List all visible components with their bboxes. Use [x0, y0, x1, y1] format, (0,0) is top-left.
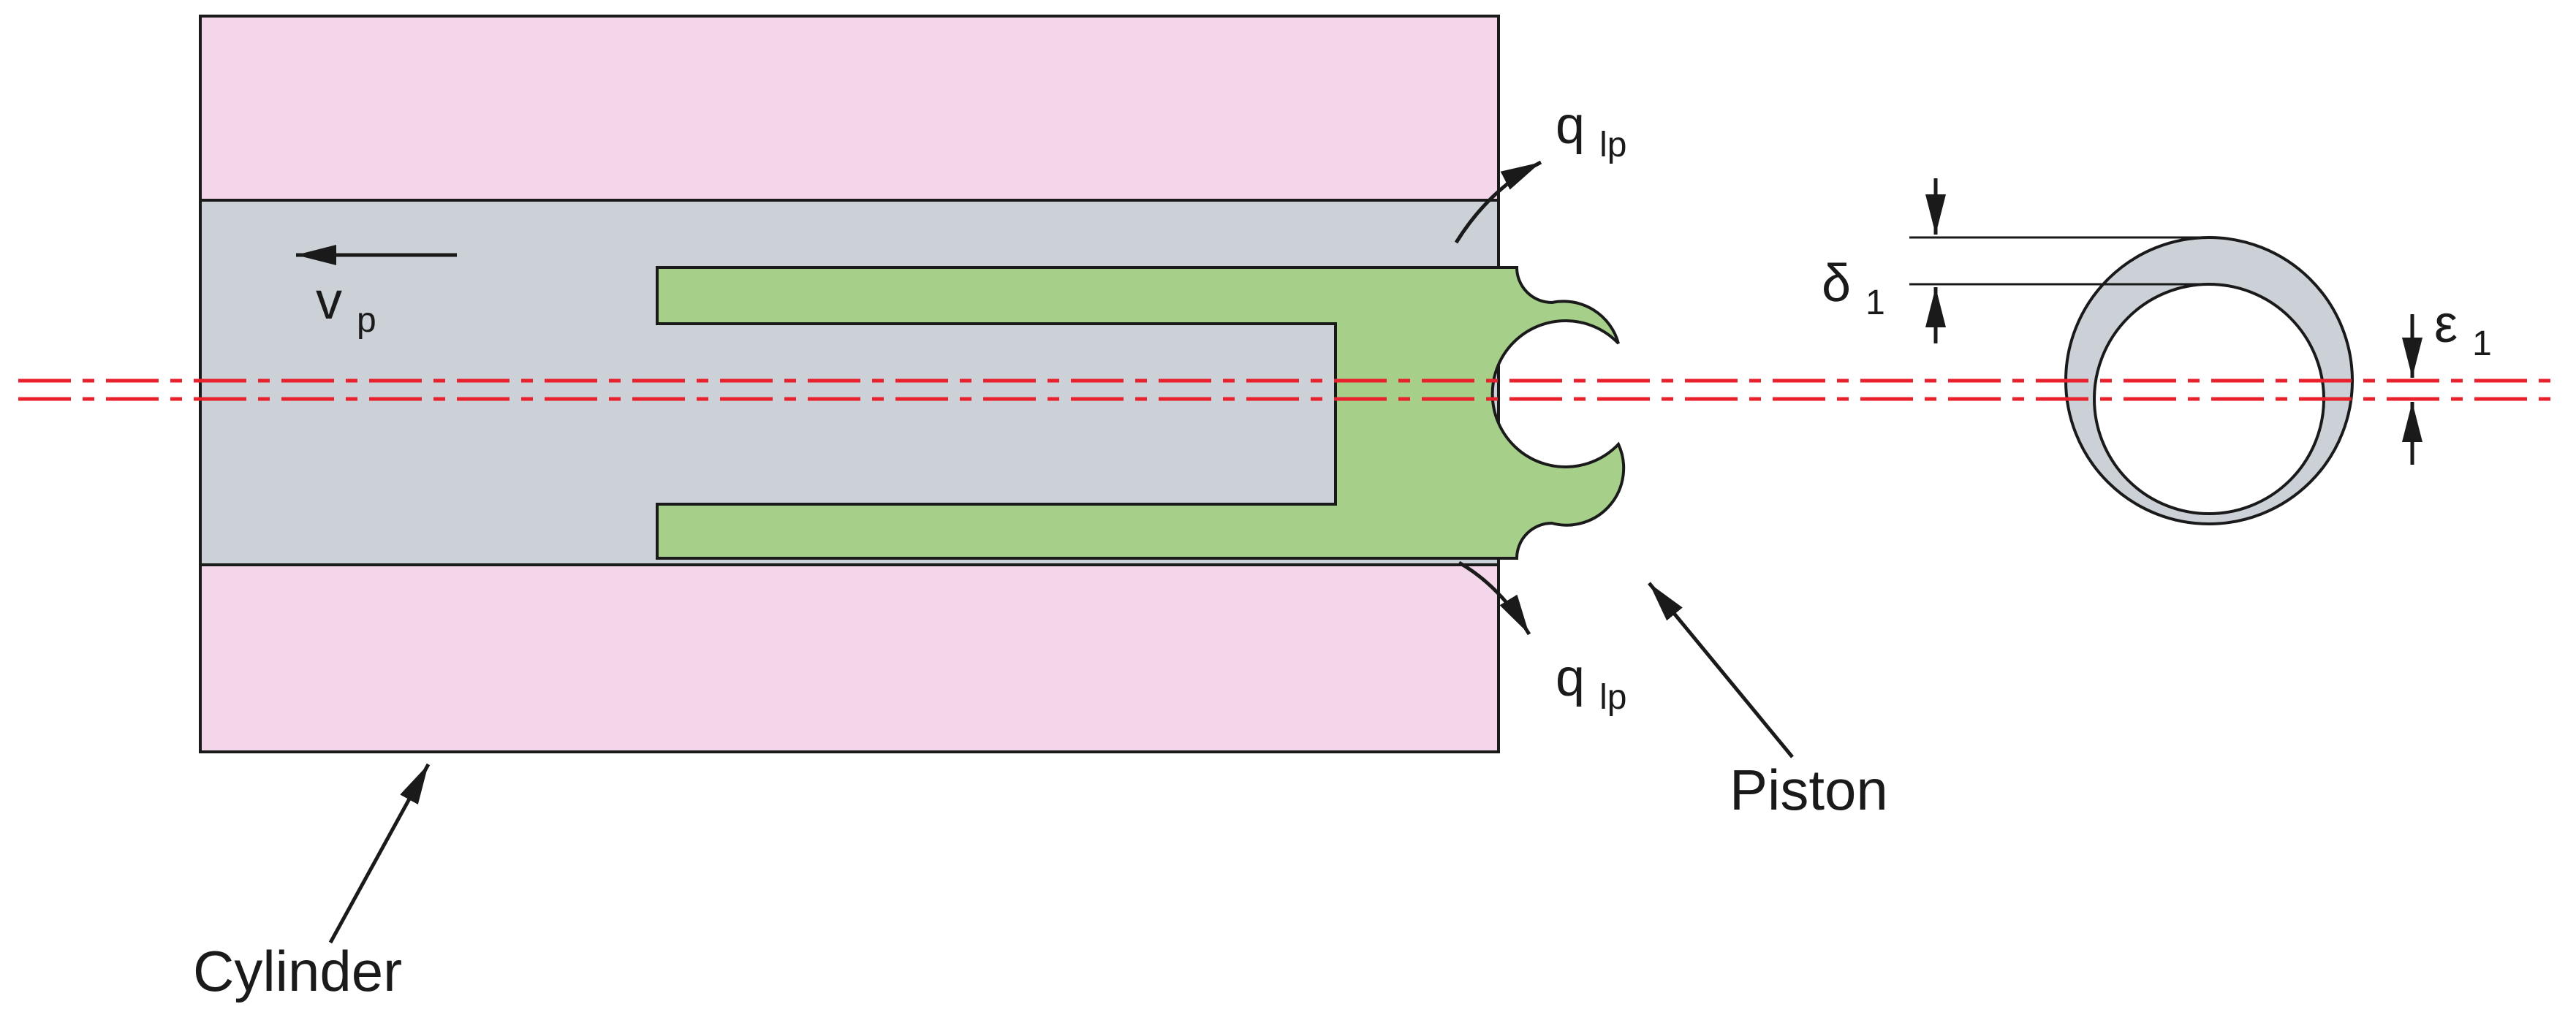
piston-body: [656, 266, 1626, 560]
delta1-label: δ 1: [1822, 254, 1885, 322]
cylinder-wall-top: [199, 15, 1500, 202]
qlp-top-label: q lp: [1556, 96, 1626, 164]
epsilon1-label: ε 1: [2434, 295, 2492, 363]
qlp-bottom-arrow: [1458, 560, 1531, 636]
cylinder-pointer-arrow: [328, 763, 431, 944]
piston-pointer-arrow: [1648, 582, 1794, 758]
qlp-top-arrow: [1454, 160, 1542, 244]
cylinder-wall-bottom: [199, 563, 1500, 753]
piston-label: Piston: [1730, 758, 1888, 822]
cylinder-label: Cylinder: [193, 939, 402, 1003]
vp-label: v p: [316, 272, 376, 340]
qlp-bottom-label: q lp: [1556, 649, 1626, 717]
